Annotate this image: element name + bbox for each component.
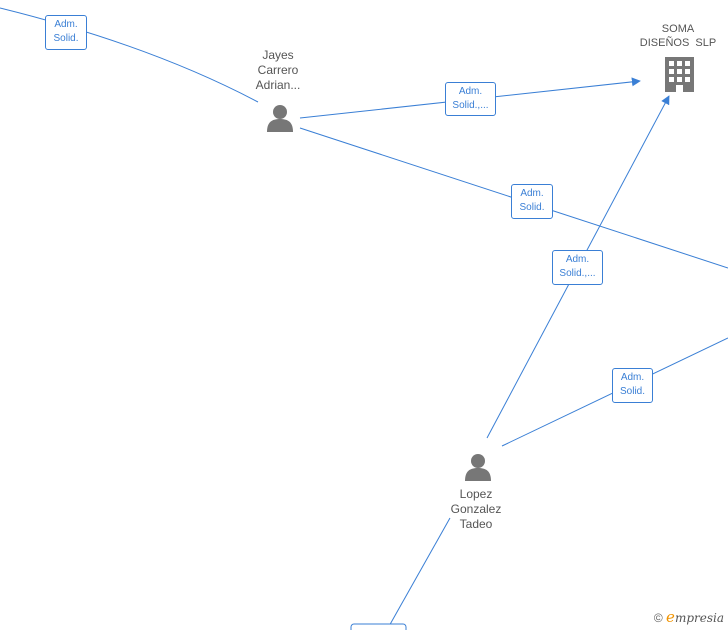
edge-label-adm-solid[interactable]: Adm. Solid.,... — [552, 250, 603, 285]
empresia-watermark: © empresia — [654, 608, 724, 626]
edge-label-adm-solid[interactable]: Adm. Solid. — [511, 184, 553, 219]
node-label-lopez[interactable]: Lopez Gonzalez Tadeo — [450, 487, 502, 531]
building-icon[interactable] — [665, 57, 694, 92]
edge-label-adm-solid[interactable]: Adm. Solid. — [45, 15, 87, 50]
brand-logo-text: mpresia — [674, 611, 724, 625]
brand-logo-e: e — [666, 608, 675, 626]
node-label-jayes[interactable]: Jayes Carrero Adrian... — [255, 48, 301, 92]
person-icon[interactable] — [267, 105, 293, 132]
node-label-soma[interactable]: SOMA DISEÑOS SLP — [639, 23, 717, 49]
edge-label-adm-solid[interactable]: Adm. Solid. — [612, 368, 653, 403]
edge-line-lopez-to-bottom — [387, 517, 451, 629]
edge-line-topleft-to-jayes — [0, 7, 259, 103]
edge-label-adm-solid[interactable]: Adm. Solid.,... — [445, 82, 496, 116]
edge-label-partial[interactable] — [350, 623, 407, 630]
copyright-icon: © — [653, 611, 663, 625]
person-icon[interactable] — [465, 454, 491, 481]
